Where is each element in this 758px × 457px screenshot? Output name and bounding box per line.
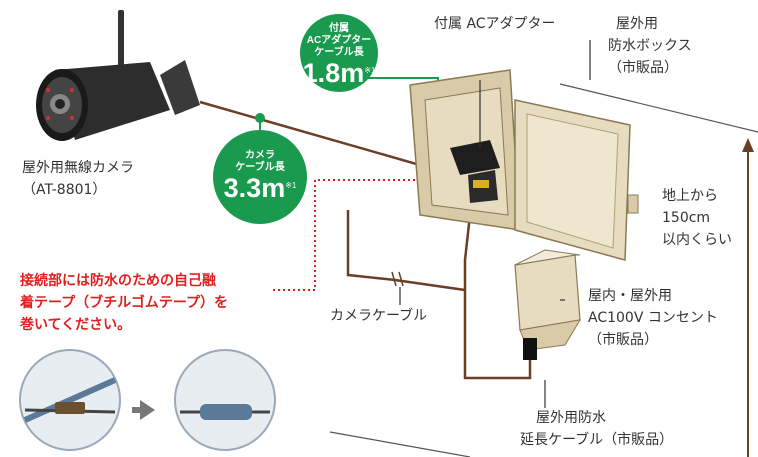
- box-label-line1: 屋外用: [616, 16, 658, 32]
- tape-after-circle: [174, 349, 276, 451]
- footnote-mark: ※1: [364, 66, 376, 75]
- perspective-line: [329, 431, 471, 457]
- box-label-line3: （市販品）: [608, 60, 678, 76]
- box-label-line2: 防水ボックス: [608, 38, 692, 54]
- red-dotted-leader: [270, 179, 425, 291]
- footnote-mark: ※1: [285, 181, 297, 190]
- badge-line: カメラ: [245, 150, 275, 161]
- camera-illustration: [36, 10, 200, 141]
- warning-line3: 巻いてください。: [20, 317, 132, 333]
- value-number: 3.3: [223, 173, 262, 203]
- camera-cable-label: カメラケーブル: [330, 308, 428, 324]
- badge-value: 3.3m※1: [213, 174, 307, 202]
- outlet-label-line2: AC100V コンセント: [588, 310, 718, 326]
- ac-adapter: [450, 80, 500, 203]
- tape-before-circle: [19, 349, 121, 451]
- height-label-line1: 地上から: [662, 188, 718, 204]
- outlet-illustration: [514, 249, 581, 360]
- cable-break-mark: [391, 271, 404, 287]
- value-unit: m: [261, 173, 286, 203]
- camera-cable-lower: [346, 210, 466, 292]
- warning-line1: 接続部には防水のための自己融: [20, 273, 216, 289]
- waterproof-box: [409, 69, 639, 261]
- extension-cable: [463, 214, 532, 380]
- arrow-head: [742, 138, 754, 152]
- height-label-line2: 150cm: [662, 210, 711, 226]
- badge-value: 1.8m※1: [300, 59, 378, 87]
- extension-label-line2: 延長ケーブル（市販品）: [520, 432, 674, 448]
- adapter-label: 付属 ACアダプター: [434, 16, 556, 32]
- outlet-label-line3: （市販品）: [588, 332, 658, 348]
- value-number: 1.8: [302, 58, 341, 88]
- outlet-label-line1: 屋内・屋外用: [588, 288, 672, 304]
- adapter-cable-length-badge: 付属 ACアダプター ケーブル長 1.8m※1: [300, 14, 378, 92]
- perspective-line: [559, 83, 758, 133]
- camera-label: 屋外用無線カメラ: [22, 160, 134, 176]
- value-unit: m: [340, 58, 365, 88]
- height-label-line3: 以内くらい: [662, 232, 732, 248]
- camera-model-label: （AT-8801）: [22, 182, 107, 198]
- camera-cable-length-badge: カメラ ケーブル長 3.3m※1: [213, 130, 307, 224]
- badge-line: 付属: [329, 23, 349, 34]
- badge-line: ケーブル長: [314, 47, 364, 58]
- badge-line: ケーブル長: [235, 162, 285, 173]
- badge-line: ACアダプター: [306, 35, 372, 46]
- extension-label-line1: 屋外用防水: [536, 410, 606, 426]
- arrow-right: [140, 400, 155, 420]
- warning-line2: 着テープ（ブチルゴムテープ）を: [20, 295, 229, 311]
